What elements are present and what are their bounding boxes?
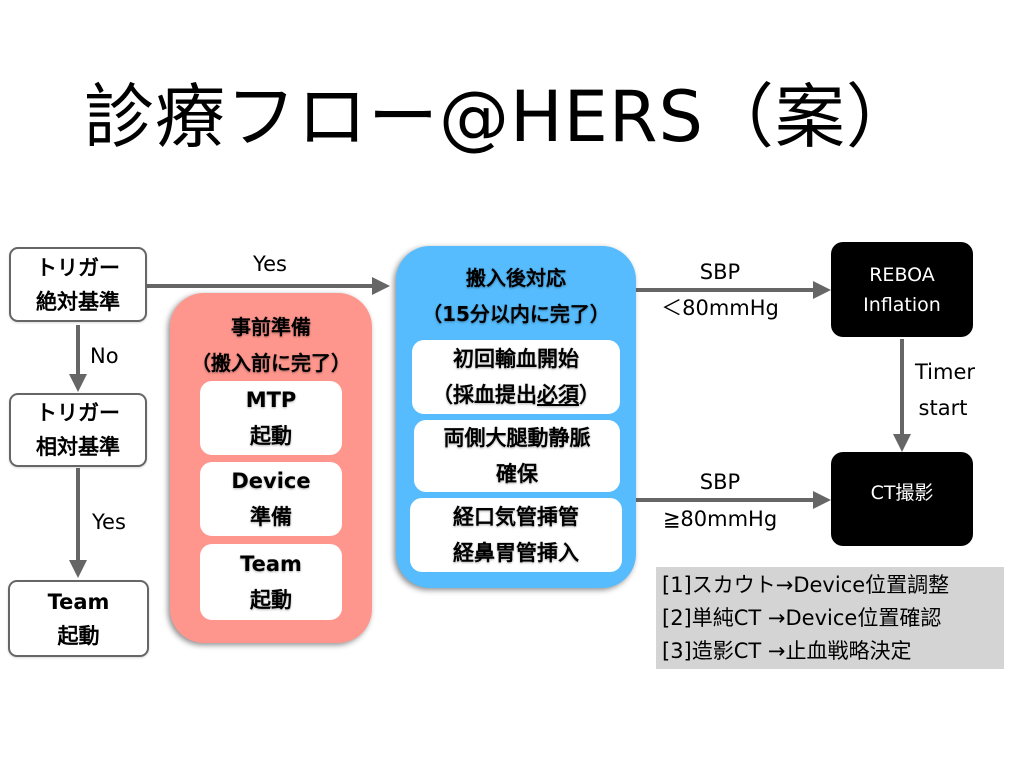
post-panel-subheading: （15分以内に完了） (422, 302, 610, 326)
prep-item-mtp: MTP 起動 (200, 381, 342, 455)
post-item-line2: （採血提出必須） (432, 377, 600, 413)
arrowhead-trigger-to-post (372, 277, 390, 295)
post-item-line1: 経口気管挿管 (453, 505, 579, 529)
ct-notes-box: [1]スカウト→Device位置調整 [2]単純CT →Device位置確認 [… (656, 567, 1004, 669)
team-activation-line1: Team (47, 589, 110, 614)
reboa-inflation-box: REBOA Inflation (831, 242, 973, 337)
edge-label-yes-right: Yes (253, 252, 287, 276)
reboa-line2: Inflation (863, 293, 941, 316)
arrowhead-absolute-to-relative (69, 374, 87, 392)
trigger-relative-line1: トリガー (36, 401, 120, 425)
trigger-absolute-box: トリガー 絶対基準 (9, 247, 147, 322)
ct-note: [1]スカウト→Device位置調整 (662, 573, 950, 597)
reboa-line1: REBOA (869, 263, 935, 286)
prep-panel-subheading: （搬入前に完了） (191, 351, 351, 375)
ct-note: [3]造影CT →止血戦略決定 (662, 639, 912, 663)
post-item-line2-suffix: ） (579, 383, 600, 407)
edge-label-yes-down: Yes (92, 510, 126, 534)
prep-item-team: Team 起動 (200, 544, 342, 620)
post-arrival-panel: 搬入後対応 （15分以内に完了） 初回輸血開始 （採血提出必須） 両側大腿動静脈… (396, 246, 636, 588)
post-item-line2-prefix: （採血提出 (432, 383, 537, 407)
arrowhead-relative-to-team (69, 560, 87, 578)
edge-label-low-sbp-line1: SBP (699, 260, 741, 284)
post-panel-heading: 搬入後対応 (466, 266, 566, 290)
edge-label-timer-line2: start (918, 396, 968, 420)
post-item-transfusion: 初回輸血開始 （採血提出必須） (412, 340, 620, 414)
edge-label-high-sbp-line2: ≧80mmHg (662, 507, 778, 531)
prep-panel: 事前準備 （搬入前に完了） MTP 起動 Device 準備 Team 起動 (170, 293, 372, 643)
team-activation-line2: 起動 (57, 623, 100, 648)
post-item-line2-underlined: 必須 (537, 383, 579, 407)
edge-label-no: No (90, 344, 119, 368)
trigger-relative-box: トリガー 相対基準 (9, 393, 147, 467)
ct-label: CT撮影 (870, 482, 934, 504)
prep-item-line1: Device (231, 469, 311, 493)
trigger-absolute-line1: トリガー (36, 255, 120, 280)
prep-item-line1: MTP (245, 388, 297, 412)
post-item-line1: 初回輸血開始 (453, 347, 579, 371)
prep-item-line1: Team (240, 552, 302, 576)
arrowhead-post-to-ct (813, 491, 831, 509)
page-title: 診療フロー@HERS（案） (84, 76, 917, 158)
arrowhead-post-to-reboa (813, 281, 831, 299)
prep-item-line2: 準備 (250, 505, 292, 529)
arrowhead-reboa-to-ct (893, 434, 911, 452)
ct-note: [2]単純CT →Device位置確認 (662, 606, 942, 630)
prep-item-device: Device 準備 (200, 462, 342, 536)
post-item-line1: 両側大腿動静脈 (443, 426, 591, 450)
post-item-line2: 確保 (496, 462, 538, 486)
ct-scan-box: CT撮影 (831, 452, 973, 546)
edge-label-low-sbp-line2: ＜80mmHg (661, 296, 779, 320)
post-item-line2: 経鼻胃管挿入 (453, 541, 579, 565)
prep-item-line2: 起動 (250, 588, 292, 612)
prep-panel-heading: 事前準備 (231, 315, 311, 339)
post-item-intubation: 経口気管挿管 経鼻胃管挿入 (410, 498, 622, 572)
trigger-absolute-line2: 絶対基準 (36, 289, 120, 314)
edge-label-timer-line1: Timer (914, 360, 976, 384)
team-activation-box: Team 起動 (8, 580, 149, 657)
trigger-relative-line2: 相対基準 (36, 435, 120, 459)
edge-label-high-sbp-line1: SBP (699, 470, 741, 494)
prep-item-line2: 起動 (250, 424, 292, 448)
post-item-femoral-access: 両側大腿動静脈 確保 (414, 420, 620, 492)
